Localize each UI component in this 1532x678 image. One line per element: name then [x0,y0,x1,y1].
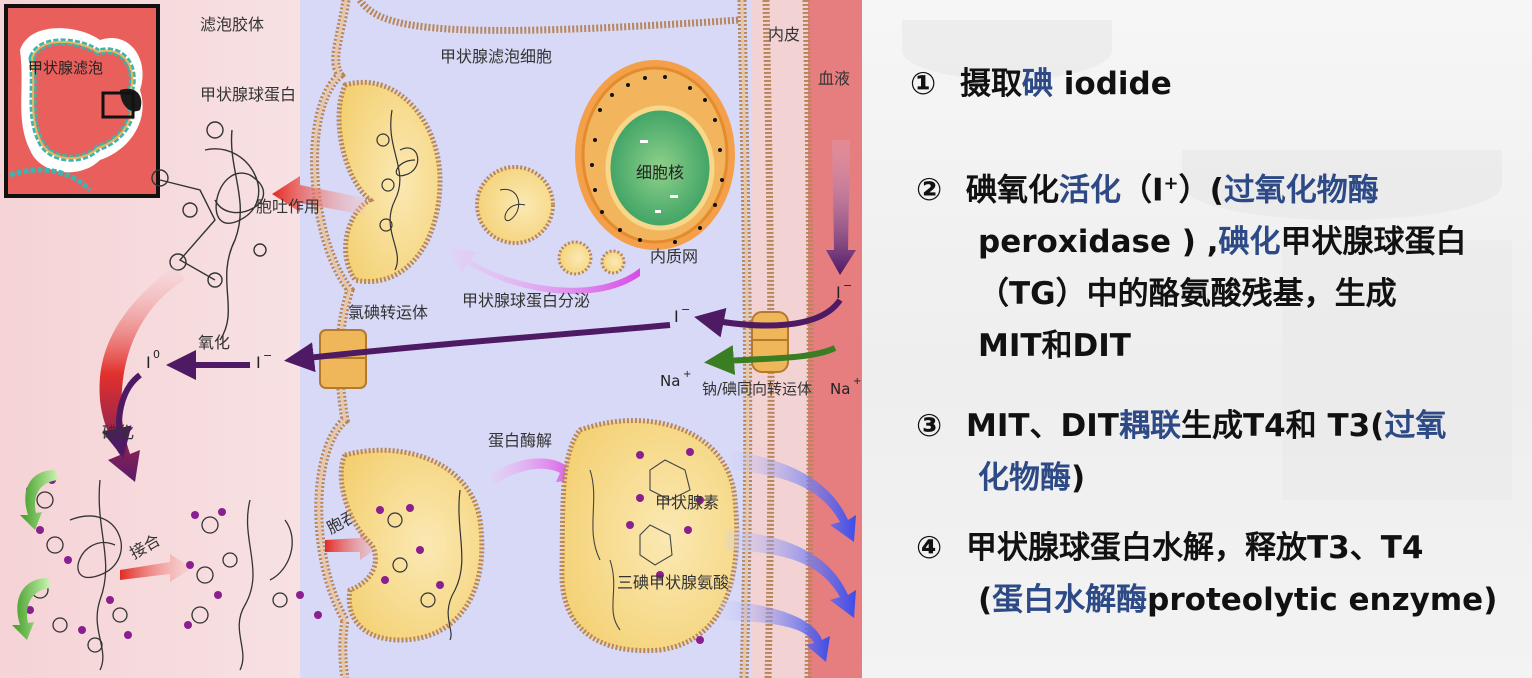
step-2-text-a: 碘氧化 [966,172,1059,209]
background-roof-left [902,20,1112,80]
pendrin-transporter [319,329,367,389]
step-3-text-f: ) [1071,460,1086,496]
step-2-text-j: MIT和DIT [978,328,1131,365]
step-2-text-g: 碘化 [1218,224,1281,261]
nis-iodide-arrow [694,298,843,338]
step-2-text-f: peroxidase ) , [978,224,1219,261]
iodination-label: 碘化 [102,423,134,442]
secretion-vesicles [475,165,626,276]
er-label: 内质网 [650,247,698,266]
colloid-label: 滤泡胶体 [200,15,264,34]
step-2-text-b: 活化 [1059,172,1121,209]
coupled-tg-molecule [191,499,293,671]
step-2-text-c: （I [1121,172,1164,209]
iodine-atoms-colloid [26,476,132,639]
iodide-blood: I [836,283,841,302]
step-4-text-c: 蛋白水解酶 [992,582,1148,618]
proteolysis-arrow [490,458,578,484]
follicle-label: 甲状腺滤泡 [28,59,103,77]
release-arrow-2 [725,530,856,618]
step-1: ① 摄取碘 iodide [910,58,1512,110]
step-3-text-b: 耦联 [1118,408,1181,444]
green-arrow-2 [12,578,50,640]
step-4-text-a: 甲状腺球蛋白水解，释放T3、T4 [966,530,1424,566]
step-3-text-d: 过氧 [1384,408,1447,444]
step-2-number: ② [916,172,943,209]
thyroid-hormone-synthesis-diagram: 甲状腺滤泡 滤泡胶体 甲状腺滤泡细胞 内皮 血液 甲状腺球蛋白 胞吐作用 [0,0,862,678]
tg-secretion-arrow [448,248,640,294]
blood-iodide-arrow [826,140,856,275]
nis-sodium-arrow [704,345,837,376]
step-2-text-e: 过氧化物酶 [1223,172,1379,209]
step-4-number: ④ [916,530,943,566]
pendrin-iodide-arrow [284,322,671,373]
step-3: ③ MIT、DIT耦联生成T4和 T3(过氧 化物酶) [916,400,1518,504]
iodide-cell-charge: − [681,303,690,316]
exocytosis-arrow [272,176,365,215]
endothelium-label: 内皮 [768,25,800,44]
iodide-blood-charge: − [843,279,852,292]
step-4: ④ 甲状腺球蛋白水解，释放T3、T4 (蛋白水解酶proteolytic enzy… [916,522,1528,626]
step-2-sup: + [1163,173,1179,194]
follicle-inset: 甲状腺滤泡 [4,4,160,198]
release-arrow-1 [730,450,856,542]
t3-label: 三碘甲状腺氨酸 [617,573,729,592]
iodide-colloid: I [256,353,261,372]
follicle-cell-label: 甲状腺滤泡细胞 [440,47,552,66]
release-arrow-3 [720,600,830,662]
step-1-text-c: iodide [1053,66,1172,102]
sodium-blood-charge: + [853,376,861,387]
step-2-text-d: ）( [1178,172,1224,209]
sodium-blood: Na [830,380,850,398]
step-1-text-a: 摄取 [960,66,1022,102]
step-1-text-b: 碘 [1022,66,1053,102]
background-roof-right [1182,150,1502,220]
iodide-cell: I [674,307,679,326]
pendrin-label: 氯碘转运体 [348,303,428,322]
step-2-text-h: 甲状腺球蛋白 [1280,224,1467,261]
step-4-text-b: ( [978,582,993,618]
thyroglobulin-molecule [151,121,267,341]
nis-transporter [751,311,789,373]
step-3-text-a: MIT、DIT [966,408,1119,444]
step-3-number: ③ [916,408,943,444]
proteolysis-label: 蛋白酶解 [488,431,552,450]
background-building [1282,240,1512,500]
thyroglobulin-label: 甲状腺球蛋白 [200,85,296,104]
coupling-arrow [120,554,192,582]
iodine0: I [146,353,151,372]
nucleus-label: 细胞核 [636,163,684,182]
nis-label: 钠/碘同向转运体 [702,380,812,398]
sodium-cell: Na [660,372,680,390]
green-arrow-1 [20,470,58,530]
iodine0-sup: 0 [153,348,160,361]
step-3-text-e: 化物酶 [978,460,1071,496]
exocytosis-vesicle [336,79,443,284]
iodine-atoms-middle [184,508,322,629]
step-2-text-i: （TG）中的酪氨酸残基，生成 [978,276,1397,313]
step-4-text-d: proteolytic enzyme) [1147,582,1498,618]
step-1-number: ① [910,66,937,102]
sodium-cell-charge: + [683,369,691,380]
tg-secretion-label: 甲状腺球蛋白分泌 [462,291,590,310]
phagolysosome [559,418,740,654]
iodide-colloid-charge: − [263,349,272,362]
blood-label: 血液 [818,69,850,88]
nucleus-and-er: 细胞核 [575,60,735,250]
step-3-text-c: 生成T4和 T3( [1180,408,1385,444]
exocytosis-label: 胞吐作用 [256,197,320,216]
thyroxine-label: 甲状腺素 [655,493,719,512]
endothelium-membrane [762,0,775,678]
endocytic-vesicle [338,447,485,643]
oxidation-label: 氧化 [198,333,230,352]
